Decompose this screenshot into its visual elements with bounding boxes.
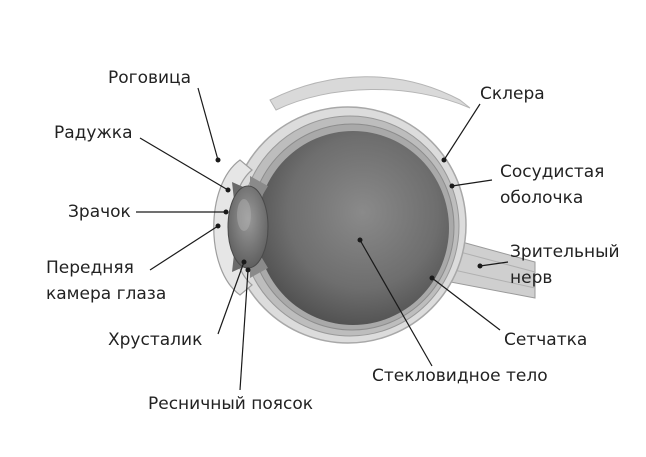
label-vitreous-body: Стекловидное тело <box>372 366 548 386</box>
label-choroid-line2: оболочка <box>500 188 584 208</box>
eye-muscle-top <box>269 76 471 111</box>
label-optic-nerve-line2: нерв <box>510 268 553 288</box>
vitreous-body-shape <box>257 131 449 325</box>
leader-lines <box>136 87 509 391</box>
label-cornea: Роговица <box>108 68 192 88</box>
label-sclera: Склера <box>480 84 545 104</box>
label-iris: Радужка <box>54 123 133 143</box>
label-retina: Сетчатка <box>504 330 588 350</box>
label-choroid-line1: Сосудистая <box>500 162 605 182</box>
label-lens: Хрусталик <box>108 330 203 350</box>
label-anterior-chamber-line1: Передняя <box>46 258 134 278</box>
label-optic-nerve-line1: Зрительный <box>510 242 620 262</box>
label-anterior-chamber-line2: камера глаза <box>46 284 167 304</box>
label-pupil: Зрачок <box>68 202 131 222</box>
label-ciliary-zonule: Ресничный поясок <box>148 394 314 414</box>
